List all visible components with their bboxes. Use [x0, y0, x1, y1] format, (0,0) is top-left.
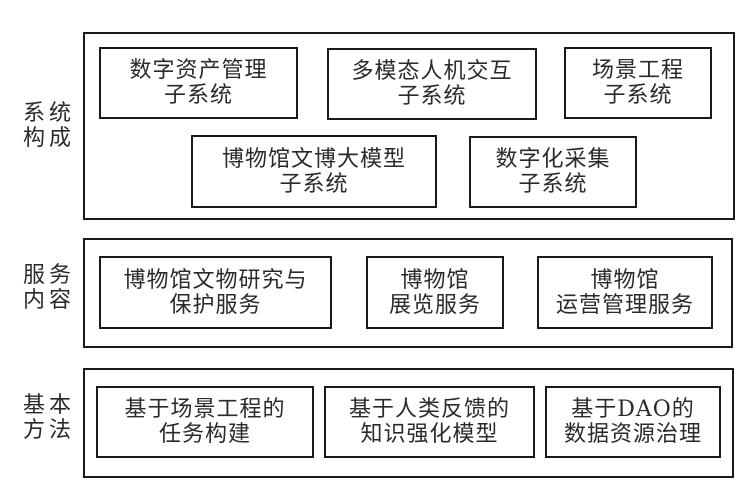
scene-engineering-subsystem: 场景工程 子系统 — [564, 47, 712, 119]
box-line: 博物馆文博大模型 — [221, 146, 406, 172]
box-line: 基于DAO的 — [571, 397, 695, 422]
relic-research-protection-service: 博物馆文物研究与 保护服务 — [99, 256, 332, 329]
box-line: 数字资产管理 — [129, 58, 268, 83]
label-line: 方法 — [22, 418, 75, 443]
box-line: 基于场景工程的 — [124, 397, 286, 422]
layer-label-system-composition: 系统 构成 — [20, 101, 78, 151]
box-line: 知识强化模型 — [360, 422, 499, 447]
box-line: 多模态人机交互 — [351, 59, 513, 84]
box-line: 展览服务 — [388, 292, 481, 318]
digital-acquisition-subsystem: 数字化采集 子系统 — [469, 136, 637, 208]
box-line: 博物馆 — [590, 267, 660, 293]
digital-asset-management-subsystem: 数字资产管理 子系统 — [99, 47, 298, 119]
label-line: 服务 — [22, 263, 75, 288]
box-line: 子系统 — [518, 172, 588, 197]
box-line: 子系统 — [397, 84, 467, 109]
label-line: 系统 — [22, 101, 75, 126]
label-line: 内容 — [22, 288, 75, 313]
box-line: 场景工程 — [591, 58, 684, 83]
layer-label-basic-methods: 基本 方法 — [20, 393, 78, 443]
museum-exhibition-service: 博物馆 展览服务 — [366, 256, 504, 329]
human-feedback-knowledge-reinforcement-model: 基于人类反馈的 知识强化模型 — [324, 386, 535, 458]
multimodal-hci-subsystem: 多模态人机交互 子系统 — [327, 48, 537, 120]
museum-large-model-subsystem: 博物馆文博大模型 子系统 — [191, 135, 437, 208]
label-line: 构成 — [22, 126, 75, 151]
basic-methods-container — [83, 368, 734, 478]
system-composition-container — [83, 32, 735, 220]
layer-label-service-content: 服务 内容 — [20, 263, 78, 313]
box-line: 博物馆 — [400, 267, 470, 293]
scene-engineering-task-construction: 基于场景工程的 任务构建 — [96, 386, 314, 458]
service-content-container — [83, 238, 733, 348]
box-line: 基于人类反馈的 — [348, 397, 510, 422]
box-line: 任务构建 — [158, 422, 251, 447]
box-line: 数据资源治理 — [563, 422, 702, 447]
box-line: 子系统 — [163, 83, 233, 108]
label-line: 基本 — [22, 393, 75, 418]
box-line: 保护服务 — [169, 292, 262, 318]
box-line: 子系统 — [603, 83, 673, 108]
box-line: 博物馆文物研究与 — [123, 267, 308, 293]
box-line: 数字化采集 — [495, 147, 611, 172]
museum-operations-management-service: 博物馆 运营管理服务 — [537, 256, 713, 329]
box-line: 子系统 — [279, 171, 349, 197]
dao-data-resource-governance: 基于DAO的 数据资源治理 — [545, 386, 721, 458]
box-line: 运营管理服务 — [555, 292, 694, 318]
